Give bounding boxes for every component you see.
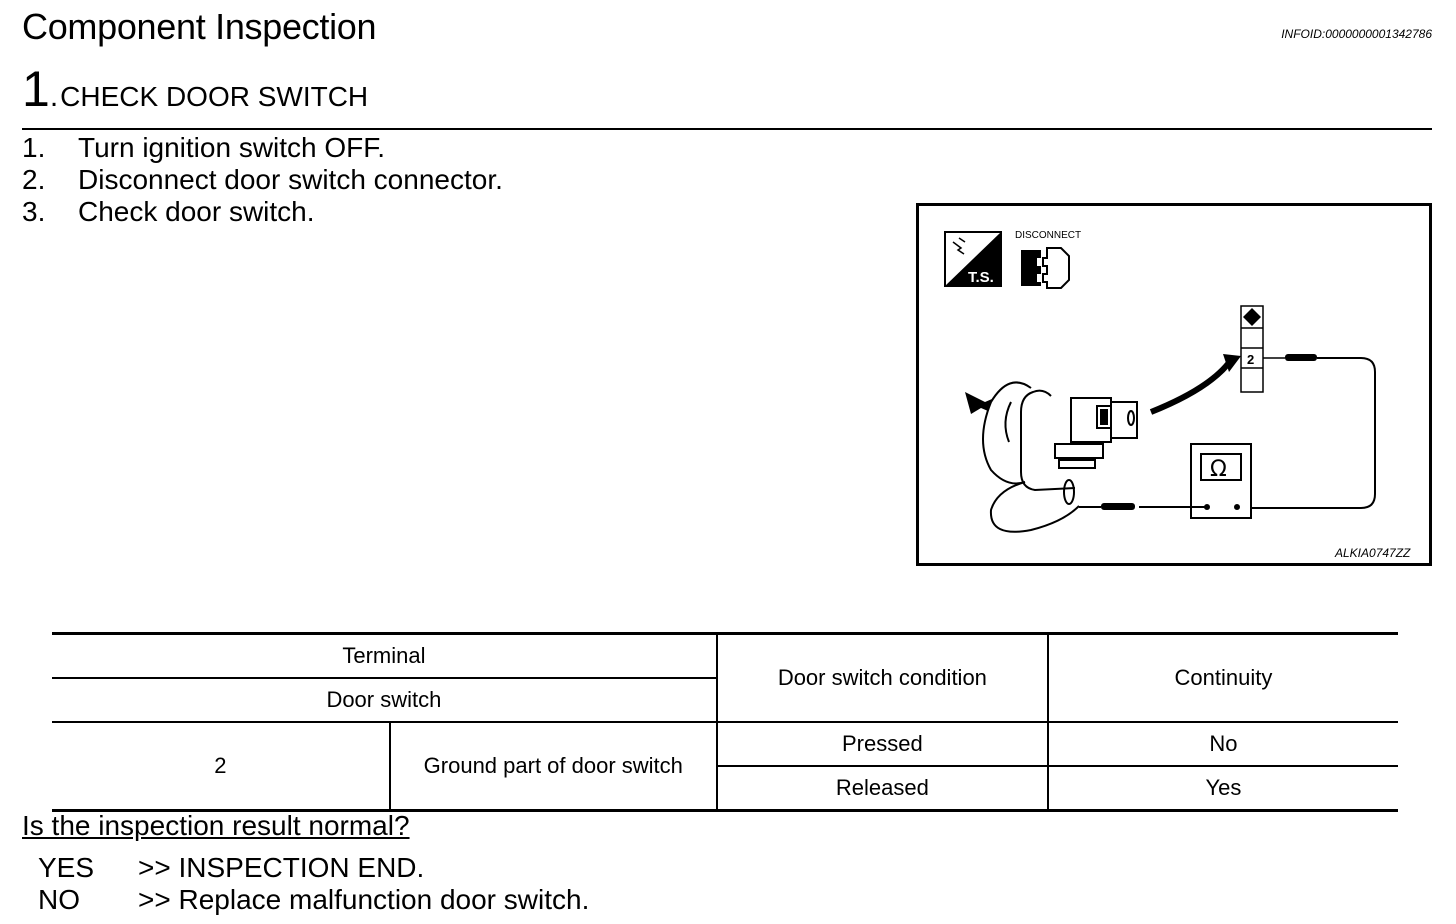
ohmmeter-icon: Ω bbox=[1190, 443, 1252, 519]
instruction-item: 1. Turn ignition switch OFF. bbox=[22, 132, 503, 164]
step-dot: . bbox=[49, 80, 59, 113]
answer-key: YES bbox=[38, 852, 95, 883]
instruction-text: Turn ignition switch OFF. bbox=[78, 132, 386, 163]
meter-symbol: Ω bbox=[1210, 457, 1227, 482]
continuity-cell: Yes bbox=[1046, 765, 1398, 812]
probe-lead-bottom bbox=[1079, 503, 1207, 510]
answer-text: >> INSPECTION END. bbox=[138, 852, 425, 883]
inspection-diagram: T.S. DISCONNECT 2 Ω bbox=[944, 230, 1411, 560]
ts-icon: T.S. bbox=[944, 231, 1002, 287]
instruction-item: 2. Disconnect door switch connector. bbox=[22, 164, 503, 196]
answer-item: NO >> Replace malfunction door switch. bbox=[38, 884, 589, 916]
figure-code: ALKIA0747ZZ bbox=[1334, 546, 1411, 560]
heading-rule bbox=[22, 128, 1432, 130]
step-number: 1 bbox=[22, 61, 50, 117]
instruction-number: 3. bbox=[22, 196, 46, 227]
terminal-value: 2 bbox=[52, 722, 390, 812]
inspection-table: Terminal Door switch condition Continuit… bbox=[52, 632, 1398, 812]
instruction-text: Disconnect door switch connector. bbox=[78, 164, 503, 195]
terminal-connector: 2 bbox=[1240, 305, 1264, 393]
step-heading: 1.CHECK DOOR SWITCH bbox=[22, 64, 368, 114]
terminal-label: 2 bbox=[1247, 352, 1254, 367]
ground-label: Ground part of door switch bbox=[388, 722, 717, 812]
page-title: Component Inspection bbox=[22, 6, 377, 47]
header-terminal: Terminal bbox=[52, 632, 717, 678]
arrow-icon bbox=[1149, 354, 1241, 415]
answer-item: YES >> INSPECTION END. bbox=[38, 852, 589, 884]
probe-lead-top bbox=[1249, 354, 1376, 509]
step-title: CHECK DOOR SWITCH bbox=[60, 81, 369, 112]
instruction-text: Check door switch. bbox=[78, 196, 315, 227]
ts-label: T.S. bbox=[968, 269, 994, 286]
header-door-switch: Door switch bbox=[52, 677, 717, 723]
disconnect-label: DISCONNECT bbox=[1015, 230, 1081, 241]
instruction-number: 2. bbox=[22, 164, 46, 195]
instruction-item: 3. Check door switch. bbox=[22, 196, 503, 228]
header-condition: Door switch condition bbox=[715, 632, 1048, 723]
door-switch-icon bbox=[982, 381, 1138, 533]
condition-cell: Released bbox=[715, 765, 1048, 812]
answer-key: NO bbox=[38, 884, 80, 915]
instruction-number: 1. bbox=[22, 132, 46, 163]
header-continuity: Continuity bbox=[1046, 632, 1398, 723]
info-id: INFOID:0000000001342786 bbox=[1281, 27, 1432, 41]
result-question: Is the inspection result normal? bbox=[22, 810, 410, 841]
disconnect-connector-icon: DISCONNECT bbox=[1015, 230, 1081, 289]
answer-text: >> Replace malfunction door switch. bbox=[138, 884, 590, 915]
condition-cell: Pressed bbox=[715, 722, 1048, 766]
instruction-list: 1. Turn ignition switch OFF. 2. Disconne… bbox=[22, 132, 503, 228]
inspection-figure: T.S. DISCONNECT 2 Ω bbox=[916, 203, 1432, 566]
continuity-cell: No bbox=[1046, 722, 1398, 766]
answer-list: YES >> INSPECTION END. NO >> Replace mal… bbox=[38, 852, 589, 916]
